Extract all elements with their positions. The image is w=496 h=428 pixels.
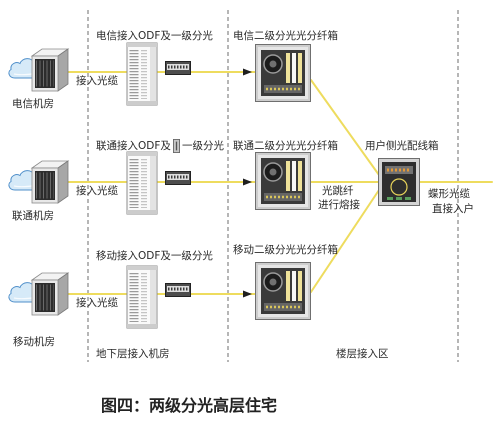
fiber-links [65,71,493,295]
odf-label-splitter: 一级分光 [170,30,213,42]
arrowheads [243,68,252,298]
odf-label-splitter: 一级分光 [182,140,224,152]
splitter-icon [165,61,191,75]
odf-label-splitter: 一级分光 [170,250,213,262]
figure-caption: 图四：两级分光高层住宅 [101,396,278,415]
riser-link-telecom [310,79,380,176]
secondary-box-label: 联通二级分光光分纤箱 [233,140,338,152]
arrow-head [243,178,252,186]
server-icon [32,273,68,315]
jumper-note-line1: 光跳纤 [322,185,354,197]
odf-label-main: 电信接入ODF及 [96,30,171,42]
machine-room-label: 联通机房 [12,210,54,222]
user-box-label: 用户侧光配线箱 [365,140,439,152]
odf-label-unicom-splitter: 一级分光 [182,140,224,152]
drop-cable-note-line2: 直接入户 [432,203,474,215]
splitter-icon [165,283,191,297]
optical-distribution-box-icon [378,158,420,206]
server-icon [32,161,68,203]
odf-cabinet-icon [127,266,157,328]
jumper-note-line2: 进行熔接 [318,199,360,211]
fiber-distribution-box-icon [255,44,311,102]
machine-room-label: 移动机房 [13,336,55,348]
riser-link-mobile [310,189,380,293]
machine-room-label: 电信机房 [12,98,54,110]
splitter-icon [165,171,191,185]
secondary-box-label: 移动二级分光光分纤箱 [233,244,338,256]
fiber-distribution-box-icon [255,152,311,210]
server-icon [32,49,68,91]
odf-cabinet-icon [127,152,157,214]
arrow-head [243,68,252,76]
fiber-distribution-box-icon [255,262,311,320]
access-cable-label: 接入光缆 [76,75,118,87]
odf-label-unicom: 联通接入ODF及 [96,140,171,152]
odf-label-mobile: 移动接入ODF及一级分光 [96,250,213,262]
drop-cable-note-line1: 蝶形光缆 [428,188,470,200]
splitter-module-icon [173,139,180,153]
mobile-row [8,262,311,329]
odf-label-main: 联通接入ODF及 [96,140,171,152]
odf-label-telecom: 电信接入ODF及一级分光 [96,30,213,42]
zone-label-basement: 地下层接入机房 [96,348,170,360]
odf-label-main: 移动接入ODF及 [96,250,171,262]
secondary-box-label: 电信二级分光光分纤箱 [233,30,338,42]
access-cable-label: 接入光缆 [76,185,118,197]
telecom-row [8,43,311,105]
arrow-head [243,290,252,298]
odf-cabinet-icon [127,43,157,105]
zone-dividers [87,10,459,362]
access-cable-label: 接入光缆 [76,297,118,309]
zone-label-floors: 楼层接入区 [336,348,389,360]
